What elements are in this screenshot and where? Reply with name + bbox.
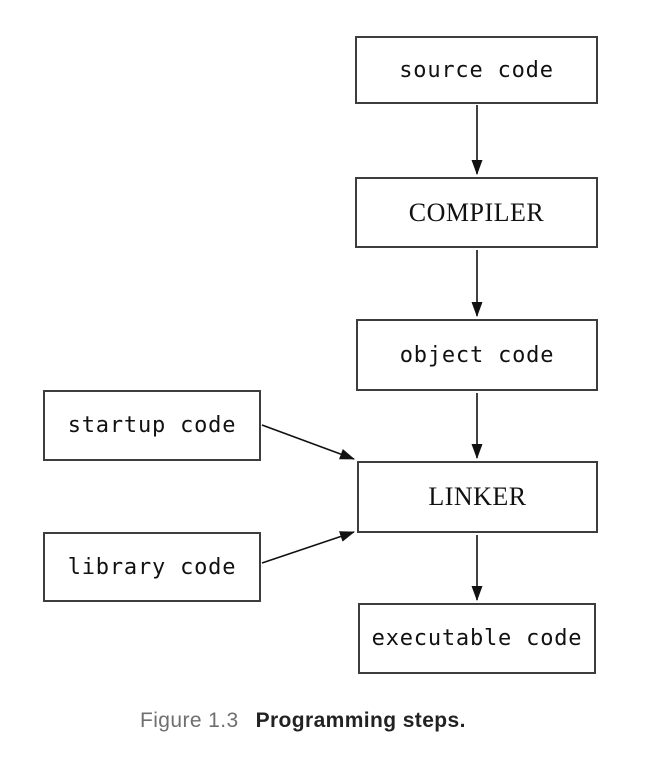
figure-caption: Figure 1.3 Programming steps. — [140, 707, 466, 735]
node-linker-label: LINKER — [428, 482, 527, 511]
arrow-startup-to-linker — [261, 424, 355, 460]
figure-number: Figure 1.3 — [140, 709, 239, 732]
node-source-code: source code — [355, 36, 598, 104]
node-compiler: COMPILER — [355, 177, 598, 248]
node-object-code-label: object code — [399, 342, 555, 368]
figure-title: Programming steps. — [255, 709, 466, 732]
node-library-code-label: library code — [67, 554, 237, 580]
node-object-code: object code — [356, 319, 598, 391]
arrow-library-to-linker — [261, 531, 355, 564]
node-source-code-label: source code — [399, 57, 554, 83]
node-executable-code: executable code — [358, 603, 596, 674]
node-startup-code-label: startup code — [67, 413, 237, 438]
node-linker: LINKER — [357, 461, 598, 533]
node-executable-code-label: executable code — [371, 626, 583, 651]
node-library-code: library code — [43, 532, 261, 602]
node-startup-code: startup code — [43, 390, 261, 461]
node-compiler-label: COMPILER — [408, 197, 545, 227]
